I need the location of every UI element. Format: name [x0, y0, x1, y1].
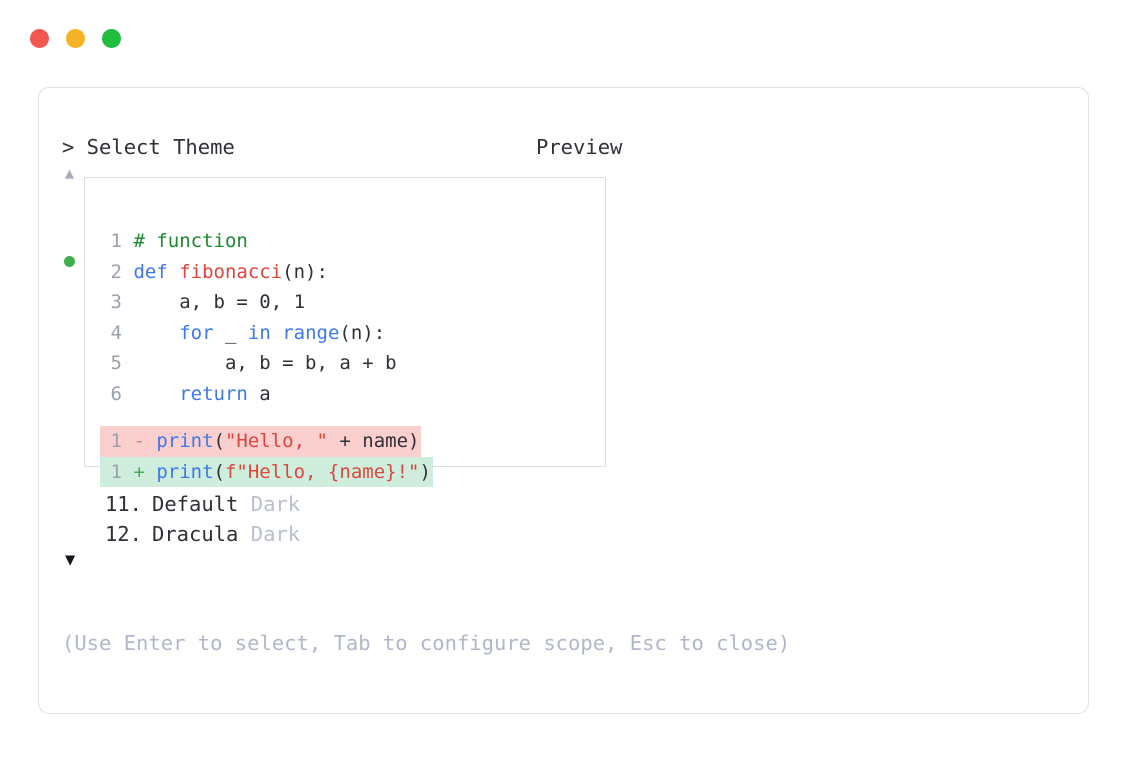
diff-removed-line: 1 - print("Hello, " + name) [100, 426, 422, 457]
code-token [271, 322, 282, 344]
line-number: 1 [110, 430, 122, 452]
preview-title: Preview [536, 135, 623, 159]
diff-sign: - [122, 430, 157, 452]
theme-variant: Dark [250, 491, 301, 516]
code-token: + name) [327, 430, 420, 452]
code-gap [122, 322, 133, 344]
code-token: "Hello, " [224, 430, 328, 452]
code-gap [122, 261, 133, 283]
code-token [133, 383, 179, 405]
line-number: 5 [110, 352, 122, 374]
theme-index: 12. [104, 522, 142, 547]
maximize-dot[interactable] [102, 29, 121, 48]
theme-name: Default Dark [152, 491, 301, 516]
scroll-down-icon[interactable]: ▼ [65, 550, 76, 571]
code-token: (n): [339, 321, 386, 344]
code-gap [122, 352, 133, 374]
code-gap [122, 291, 133, 313]
code-token: f"Hello, {name}!" [224, 460, 420, 483]
line-number: 1 [110, 460, 122, 483]
line-number: 1 [110, 230, 122, 252]
prompt-title: > Select Theme [62, 135, 235, 159]
theme-picker-panel: > Select Theme ▲ 1.ANSI Light2.Ayu Light… [38, 87, 1089, 714]
diff-sample: 1 - print("Hello, " + name)1 + print(f"H… [100, 426, 433, 487]
line-number: 6 [110, 382, 122, 405]
code-token: def [133, 260, 180, 283]
theme-list-item[interactable]: 12. Dracula Dark [62, 519, 532, 549]
minimize-dot[interactable] [66, 29, 85, 48]
close-dot[interactable] [30, 29, 49, 48]
diff-added-line: 1 + print(f"Hello, {name}!") [100, 456, 433, 487]
code-token: _ [213, 321, 248, 344]
code-token: return [179, 382, 248, 405]
code-gap [122, 383, 133, 405]
code-line: 4 for _ in range(n): [100, 318, 397, 349]
code-token: print [156, 430, 214, 452]
code-token: a [247, 382, 271, 405]
code-line: 2 def fibonacci(n): [100, 257, 397, 288]
code-line: 1 # function [100, 226, 397, 257]
line-number: 3 [110, 291, 122, 313]
code-token: a, b = 0, 1 [133, 291, 306, 313]
code-token: fibonacci [179, 260, 283, 283]
keyboard-hint: (Use Enter to select, Tab to configure s… [62, 631, 791, 655]
line-number: 4 [110, 321, 122, 344]
line-number: 2 [110, 260, 122, 283]
scroll-up-icon[interactable]: ▲ [65, 164, 75, 182]
theme-name: Dracula Dark [152, 522, 301, 547]
code-token: print [156, 460, 214, 483]
theme-variant: Dark [250, 522, 301, 547]
window-controls [30, 29, 121, 48]
code-line: 6 return a [100, 379, 397, 410]
code-token [133, 322, 179, 344]
code-token: for [179, 321, 214, 344]
code-token: (n): [282, 260, 328, 283]
code-token: ( [213, 460, 225, 483]
code-line: 5 a, b = b, a + b [100, 348, 397, 379]
diff-sign: + [122, 460, 157, 483]
code-gap [122, 230, 133, 252]
code-token: range [282, 321, 340, 344]
code-line: 3 a, b = 0, 1 [100, 287, 397, 318]
code-token: in [247, 321, 271, 344]
code-token: a, b = b, a + b [133, 352, 397, 374]
preview-column: Preview [536, 132, 1066, 162]
code-token: ) [419, 460, 431, 483]
theme-list-item[interactable]: 11. Default Dark [62, 489, 532, 519]
code-token: ( [213, 430, 225, 452]
theme-index: 11. [104, 491, 142, 516]
code-token: # function [133, 230, 248, 252]
